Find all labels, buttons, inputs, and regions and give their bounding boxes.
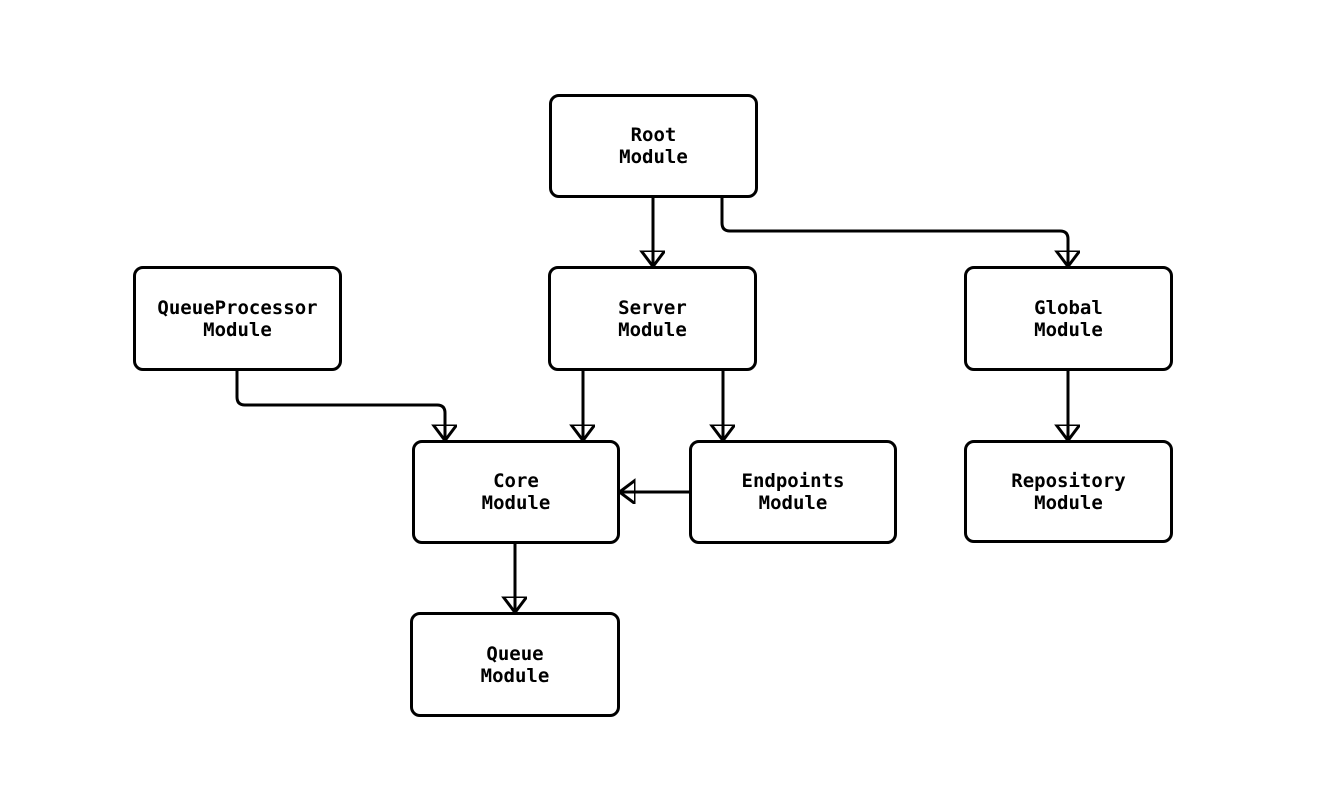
node-endpoints-module-label: Endpoints Module — [741, 470, 845, 514]
node-queue-module: Queue Module — [410, 612, 620, 717]
node-global-module: Global Module — [964, 266, 1173, 371]
edge-queueprocessor-to-core — [235, 371, 445, 440]
node-global-module-label: Global Module — [1034, 296, 1103, 341]
node-endpoints-module: Endpoints Module — [689, 440, 897, 544]
node-root-module: Root Module — [549, 94, 758, 198]
node-queueprocessor-module-label: QueueProcessor Module — [157, 296, 318, 341]
node-core-module-label: Core Module — [481, 470, 551, 514]
node-server-module: Server Module — [548, 266, 757, 371]
node-core-module: Core Module — [412, 440, 620, 544]
node-server-module-label: Server Module — [618, 296, 687, 341]
edge-root-to-global — [720, 198, 1068, 266]
node-queue-module-label: Queue Module — [480, 642, 550, 687]
node-repository-module: Repository Module — [964, 440, 1173, 543]
node-queueprocessor-module: QueueProcessor Module — [133, 266, 342, 371]
node-repository-module-label: Repository Module — [1011, 469, 1126, 514]
node-root-module-label: Root Module — [619, 124, 688, 168]
